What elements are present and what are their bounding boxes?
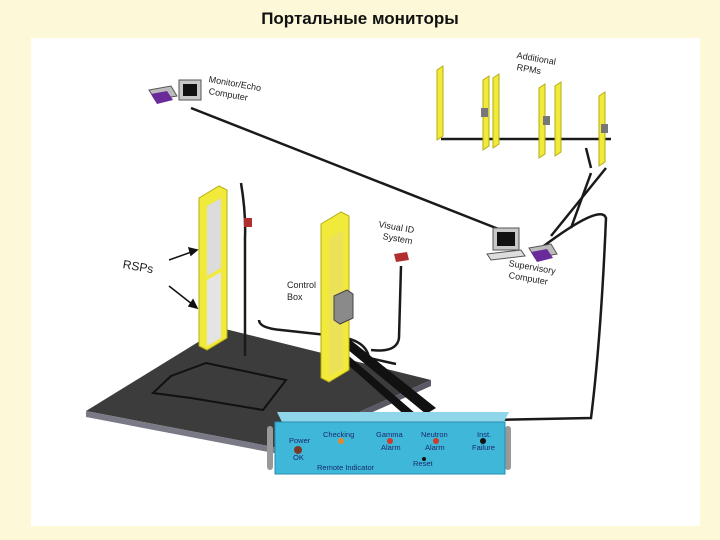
- inst-label: Inst.: [477, 430, 491, 439]
- gamma-alarm-label: Alarm: [381, 443, 401, 452]
- slide-title: Портальные мониторы: [261, 9, 459, 28]
- remote-indicator-panel: Power OK Checking Gamma Alarm Neutron Al…: [267, 412, 511, 475]
- inst-failure-label: Failure: [472, 443, 495, 452]
- gamma-label: Gamma: [376, 430, 404, 439]
- rsp-arrows: [168, 246, 199, 310]
- power-label: Power: [289, 436, 311, 445]
- neutron-label: Neutron: [421, 430, 448, 439]
- panel-cables: [329, 334, 436, 418]
- additional-rpms-label-2: RPMs: [516, 62, 542, 76]
- additional-rpm-portals: [436, 65, 608, 167]
- small-sensors: [244, 218, 409, 262]
- power-led: [294, 446, 302, 454]
- control-box-label-1: Control: [287, 280, 316, 290]
- remote-indicator-label: Remote Indicator: [317, 463, 375, 472]
- portal-monitor-diagram: Monitor/Echo Computer Additional RPMs Vi…: [86, 50, 611, 475]
- monitor-echo-computer: [148, 79, 202, 104]
- rsps-label: RSPs: [122, 257, 155, 276]
- ok-label: OK: [293, 453, 304, 462]
- checking-label: Checking: [323, 430, 354, 439]
- cable-network: [190, 106, 611, 422]
- inst-led: [480, 438, 486, 444]
- reset-label: Reset: [413, 459, 434, 468]
- neutron-led: [433, 438, 439, 444]
- gamma-led: [387, 438, 393, 444]
- reset-button[interactable]: [422, 457, 426, 461]
- control-box-label-2: Box: [287, 292, 303, 302]
- rsp-portal-left: [198, 185, 228, 351]
- checking-led: [338, 438, 344, 444]
- supervisory-computer: [486, 227, 558, 262]
- neutron-alarm-label: Alarm: [425, 443, 445, 452]
- control-box: [333, 289, 354, 325]
- diagram-canvas: Monitor/Echo Computer Additional RPMs Vi…: [31, 38, 700, 526]
